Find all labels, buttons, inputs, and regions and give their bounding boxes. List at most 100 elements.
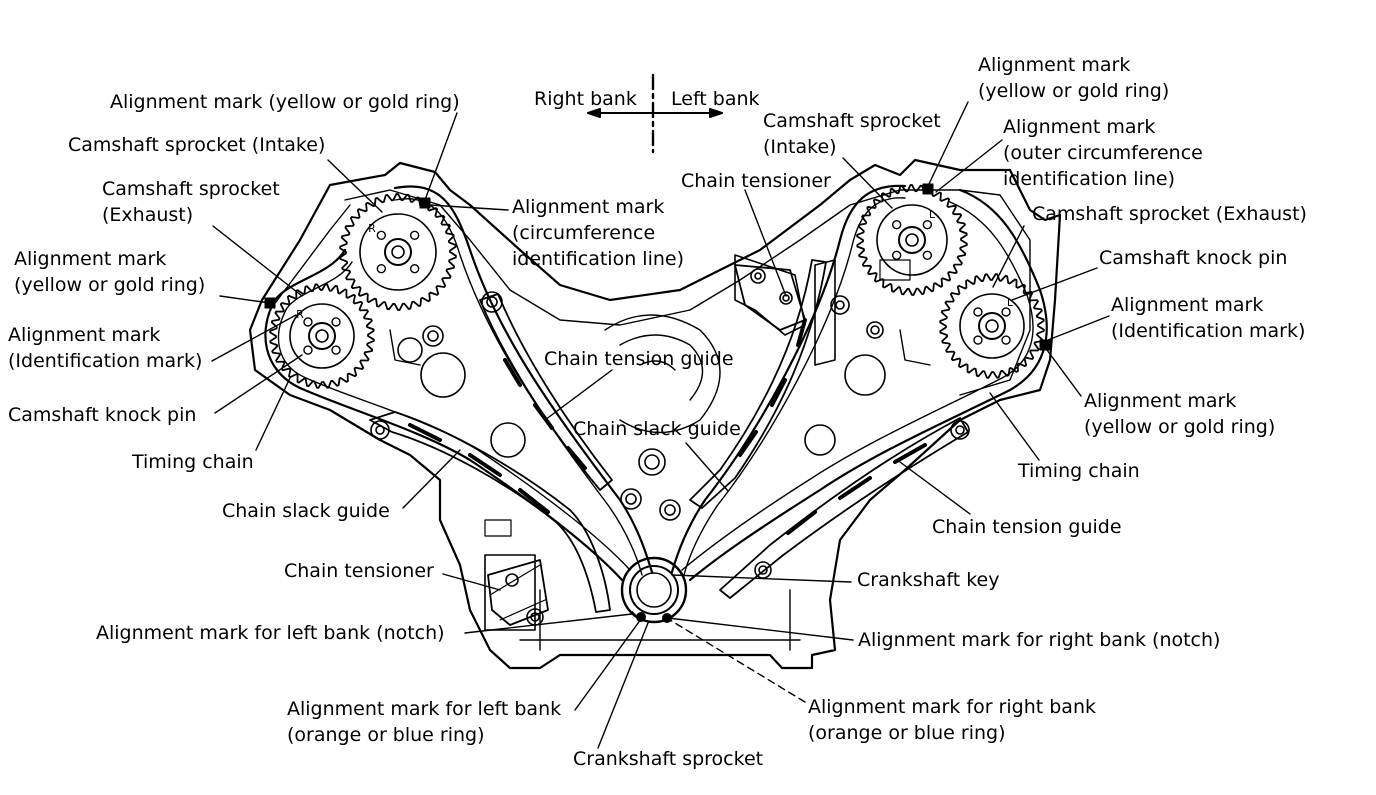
sprocket-bank-letter: R: [368, 222, 376, 235]
sprocket-hole: [973, 307, 983, 317]
label-chain-tensioner-left: Chain tensioner: [284, 558, 434, 584]
sprocket-hole: [376, 230, 387, 241]
leader-lines: [211, 101, 1110, 749]
label-line: Chain tensioner: [681, 170, 831, 192]
sprocket-hub-ring: [959, 293, 1025, 359]
label-line: Camshaft knock pin: [8, 404, 197, 426]
label-alignment-mark-yellow-ring-right-exhaust: Alignment mark (yellow or gold ring): [1084, 388, 1275, 440]
label-line: Camshaft sprocket: [763, 110, 941, 132]
label-line: (circumference: [512, 222, 656, 244]
right-chain-tension-guide: [719, 417, 969, 599]
label-line: Crankshaft sprocket: [573, 748, 764, 770]
label-crankshaft-key: Crankshaft key: [857, 567, 999, 593]
label-line: Alignment mark for right bank: [808, 696, 1096, 718]
sprocket-teeth: [939, 273, 1045, 379]
label-chain-tension-guide-middle: Chain tension guide: [544, 346, 734, 372]
right-intake-alignment-mark: [922, 183, 934, 195]
label-line: (yellow or gold ring): [14, 274, 206, 296]
sprocket-hub-ring: [359, 213, 437, 291]
label-chain-slack-guide-left: Chain slack guide: [222, 498, 390, 524]
left-chain-slack-guide: [369, 411, 611, 613]
sprocket-bolt-center: [985, 319, 999, 333]
sprockets: R R L L: [264, 183, 1051, 389]
label-alignment-mark-right-bank-notch: Alignment mark for right bank (notch): [858, 627, 1220, 653]
label-alignment-mark-yellow-ring-left-intake: Alignment mark (yellow or gold ring): [110, 89, 460, 115]
sprocket-hole: [922, 219, 933, 230]
sprocket-hole: [891, 250, 902, 261]
label-line: Alignment mark: [1084, 390, 1237, 412]
sprocket-hole: [303, 317, 313, 327]
label-camshaft-sprocket-intake-right: Camshaft sprocket (Intake): [763, 108, 941, 160]
left-bank-label: Left bank: [671, 88, 760, 110]
left-exhaust-camshaft-sprocket: R: [269, 283, 375, 389]
label-line: Alignment mark for left bank: [287, 698, 562, 720]
label-line: Chain tensioner: [284, 560, 434, 582]
label-line: Camshaft sprocket: [102, 178, 280, 200]
label-chain-tension-guide-right: Chain tension guide: [932, 514, 1122, 540]
sprocket-bolt-center: [391, 245, 405, 259]
label-alignment-mark-left-bank-notch: Alignment mark for left bank (notch): [96, 620, 445, 646]
sprocket-bolt: [308, 322, 336, 350]
sprocket-bolt: [978, 312, 1006, 340]
label-line: Alignment mark for right bank (notch): [858, 629, 1221, 651]
label-camshaft-knock-pin-left: Camshaft knock pin: [8, 402, 196, 428]
right-intake-camshaft-sprocket: L: [856, 184, 968, 296]
label-line: Alignment mark for left bank (notch): [96, 622, 445, 644]
sprocket-hole: [409, 263, 420, 274]
right-exhaust-alignment-mark: [1039, 339, 1051, 351]
label-camshaft-knock-pin-right: Camshaft knock pin: [1099, 245, 1287, 271]
label-line: identification line): [512, 248, 684, 270]
label-crankshaft-sprocket: Crankshaft sprocket: [573, 746, 763, 772]
right-exhaust-camshaft-sprocket: L: [939, 273, 1045, 379]
label-line: (Exhaust): [102, 204, 194, 226]
label-alignment-mark-left-bank-ring: Alignment mark for left bank(orange or b…: [287, 696, 561, 748]
label-alignment-mark-yellow-ring-right-intake: Alignment mark (yellow or gold ring): [978, 52, 1169, 104]
sprocket-hole: [1001, 307, 1011, 317]
sprocket-bolt-center: [315, 329, 329, 343]
middle-chain-slack-guide: [689, 259, 827, 509]
label-camshaft-sprocket-exhaust-left: Camshaft sprocket (Exhaust): [102, 176, 280, 228]
label-line: (Intake): [763, 136, 837, 158]
label-timing-chain-left: Timing chain: [132, 449, 254, 475]
label-chain-slack-guide-middle: Chain slack guide: [573, 416, 741, 442]
label-chain-tensioner-right: Chain tensioner: [681, 168, 831, 194]
label-alignment-mark-identification-left: Alignment mark(Identification mark): [8, 322, 202, 374]
right-bank-label: Right bank: [534, 88, 637, 110]
label-line: Alignment mark: [978, 54, 1131, 76]
label-camshaft-sprocket-exhaust-right: Camshaft sprocket (Exhaust): [1032, 201, 1307, 227]
label-line: Timing chain: [1018, 460, 1140, 482]
label-line: Chain tension guide: [932, 516, 1122, 538]
label-line: (yellow or gold ring): [1084, 416, 1276, 438]
label-line: Alignment mark: [1111, 294, 1264, 316]
label-line: (Identification mark): [8, 350, 203, 372]
sprocket-bolt-center: [905, 233, 919, 247]
label-line: Alignment mark: [1003, 116, 1156, 138]
left-bank-chain-tensioner: [487, 559, 549, 626]
sprocket-bank-letter: L: [929, 208, 936, 221]
sprocket-teeth: [856, 184, 968, 296]
sprocket-hole: [331, 317, 341, 327]
sprocket-teeth: [269, 283, 375, 389]
label-timing-chain-right: Timing chain: [1018, 458, 1140, 484]
crankshaft-sprocket: [620, 556, 688, 624]
left-bank-ring-mark: [636, 612, 646, 622]
label-line: Camshaft sprocket (Exhaust): [1032, 203, 1307, 225]
sprocket-hole: [376, 263, 387, 274]
sprocket-hole: [1001, 335, 1011, 345]
sprocket-hub-ring: [289, 303, 355, 369]
label-line: Alignment mark: [14, 248, 167, 270]
sprocket-hole: [973, 335, 983, 345]
sprocket-hole: [922, 250, 933, 261]
label-line: Chain slack guide: [222, 500, 390, 522]
label-alignment-mark-yellow-ring-left-exhaust: Alignment mark (yellow or gold ring): [14, 246, 205, 298]
label-line: Crankshaft key: [857, 569, 1000, 591]
chain-tensioners: [487, 264, 806, 626]
sprocket-hole: [409, 230, 420, 241]
label-alignment-mark-right-bank-ring: Alignment mark for right bank(orange or …: [808, 694, 1096, 746]
label-line: (yellow or gold ring): [978, 80, 1170, 102]
sprocket-hole: [303, 345, 313, 355]
